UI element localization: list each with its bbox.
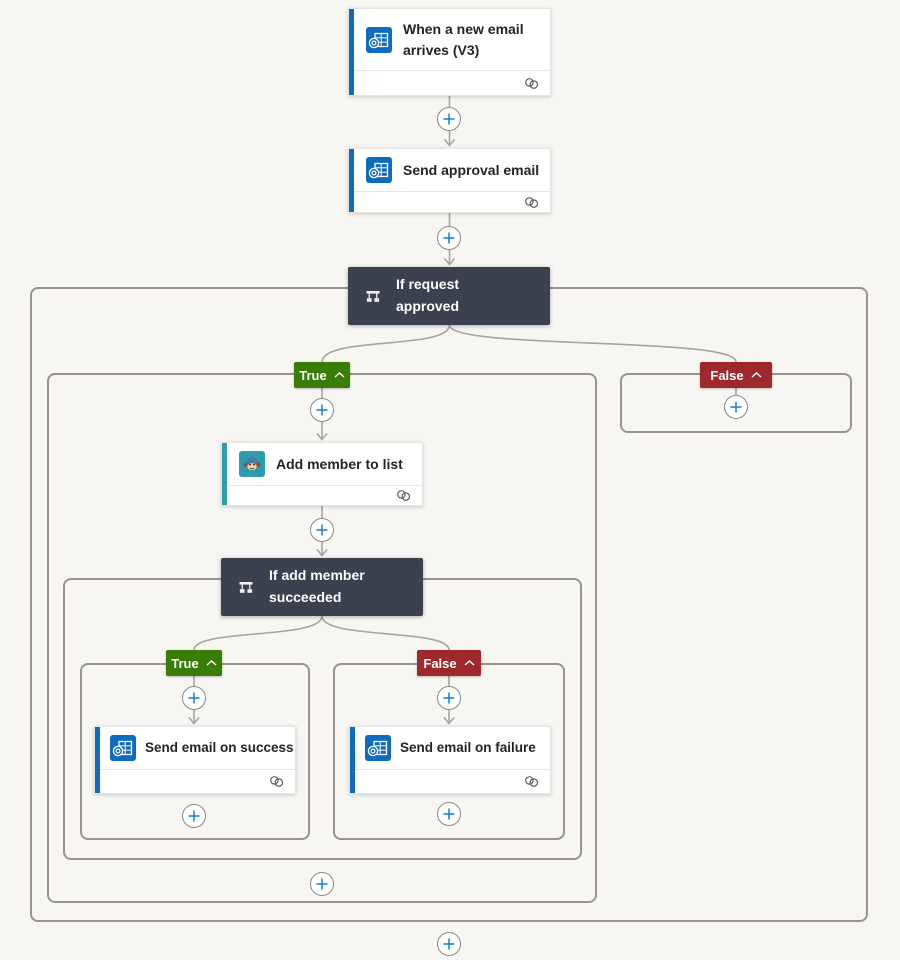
branch-label: True (299, 367, 327, 383)
action-title: Send email on success (145, 740, 294, 756)
action-card-send-approval[interactable]: Send approval email (348, 148, 551, 213)
action-title: Add member to list (276, 455, 403, 472)
insert-step-button[interactable] (182, 804, 206, 828)
condition-icon (366, 291, 380, 302)
chevron-up-icon (751, 372, 762, 378)
condition-card-if-request[interactable]: If request approved (348, 267, 550, 325)
insert-step-button[interactable] (310, 872, 334, 896)
plus-icon (443, 692, 455, 704)
mailchimp-icon (239, 451, 265, 477)
true-branch-badge[interactable]: True (294, 362, 350, 388)
insert-step-button[interactable] (724, 395, 748, 419)
outlook-icon (366, 157, 392, 183)
plus-icon (730, 401, 742, 413)
plus-icon (443, 232, 455, 244)
link-icon[interactable] (395, 489, 413, 502)
condition-title: If add member succeeded (269, 567, 365, 605)
card-accent-bar (349, 149, 354, 212)
branch-label: True (171, 655, 199, 671)
plus-icon (443, 113, 455, 125)
link-icon[interactable] (523, 77, 541, 90)
insert-step-button[interactable] (437, 686, 461, 710)
branch-label: False (710, 367, 744, 383)
chevron-up-icon (464, 660, 475, 666)
insert-step-button[interactable] (310, 398, 334, 422)
action-title: Send email on failure (400, 740, 536, 756)
plus-icon (316, 524, 328, 536)
true-branch-badge[interactable]: True (166, 650, 222, 676)
card-accent-bar (349, 9, 354, 95)
card-accent-bar (222, 443, 227, 505)
insert-step-button[interactable] (437, 802, 461, 826)
action-card-add-member[interactable]: Add member to list (221, 442, 423, 506)
condition-title: If request approved (396, 276, 460, 314)
action-title: When a new email arrives (V3) (403, 21, 524, 58)
action-card-send-success[interactable]: Send email on success (94, 726, 296, 794)
plus-icon (443, 938, 455, 950)
chevron-up-icon (334, 372, 345, 378)
plus-icon (443, 808, 455, 820)
action-title: Send approval email (403, 161, 540, 178)
outlook-icon (366, 26, 392, 53)
link-icon[interactable] (523, 775, 541, 788)
outlook-icon (365, 735, 391, 761)
insert-step-button[interactable] (437, 226, 461, 250)
false-branch-badge[interactable]: False (700, 362, 772, 388)
chevron-up-icon (206, 660, 217, 666)
new-step-button[interactable] (437, 932, 461, 956)
link-icon[interactable] (523, 196, 541, 209)
plus-icon (316, 404, 328, 416)
action-card-send-failure[interactable]: Send email on failure (349, 726, 551, 794)
branch-label: False (423, 655, 457, 671)
chevron-up-icon[interactable] (524, 267, 538, 281)
condition-icon (239, 582, 253, 593)
outlook-icon (110, 735, 136, 761)
condition-card-if-add-member[interactable]: If add member succeeded (221, 558, 423, 616)
insert-step-button[interactable] (310, 518, 334, 542)
false-branch-badge[interactable]: False (417, 650, 481, 676)
link-icon[interactable] (268, 775, 286, 788)
action-card-trigger[interactable]: When a new email arrives (V3) (348, 8, 551, 96)
plus-icon (188, 810, 200, 822)
chevron-up-icon[interactable] (397, 558, 411, 572)
card-accent-bar (350, 727, 355, 793)
insert-step-button[interactable] (182, 686, 206, 710)
plus-icon (316, 878, 328, 890)
card-accent-bar (95, 727, 100, 793)
plus-icon (188, 692, 200, 704)
insert-step-button[interactable] (437, 107, 461, 131)
